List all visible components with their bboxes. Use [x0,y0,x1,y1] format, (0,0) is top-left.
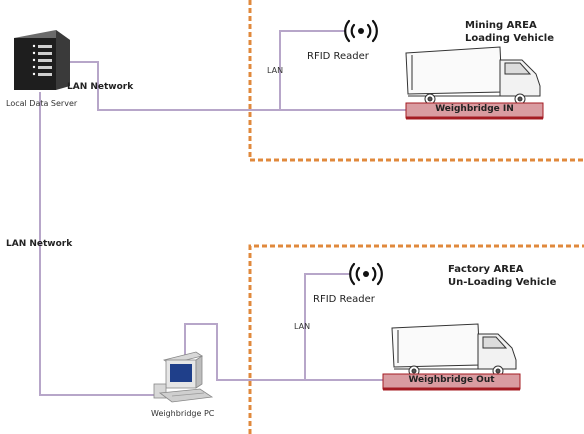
server-label: Local Data Server [6,99,78,108]
box-truck-icon [391,323,517,377]
mining-area-title: Mining AREA [465,20,537,31]
server-tower-icon [14,30,70,90]
lan-label-top: LAN [267,66,284,75]
lan-network-label-left: LAN Network [6,239,73,249]
wireless-signal-icon [349,262,383,286]
factory-area-border [248,244,584,434]
factory-area-title: Factory AREA [448,264,524,275]
factory-area-subtitle: Un-Loading Vehicle [448,277,557,288]
weighbridge-in-plate [405,102,544,120]
mining-area-border [248,0,584,162]
wireless-signal-icon [344,19,378,43]
lan-label-bottom: LAN [294,322,311,331]
zone-borders [248,0,584,434]
rfid-reader-label-bottom: RFID Reader [313,294,375,305]
weighbridge-pc-label: Weighbridge PC [151,409,215,418]
mining-area-subtitle: Loading Vehicle [465,33,554,44]
lan-top-rfid-drop [279,30,345,110]
weighbridge-out-plate [382,373,521,391]
weighbridge-in-label: Weighbridge IN [435,104,514,114]
weighbridge-out-label: Weighbridge Out [408,375,495,385]
desktop-computer-icon [153,351,214,403]
lan-pc-to-weighbridge-out [184,323,385,385]
lan-bottom-rfid-drop [304,273,350,380]
lan-server-to-weighbridge-in [70,61,410,111]
lan-network-label-top: LAN Network [67,82,134,92]
rfid-reader-label-top: RFID Reader [307,51,369,62]
network-lines [39,30,410,396]
box-truck-icon [405,46,541,105]
lan-server-to-pc [39,92,154,396]
